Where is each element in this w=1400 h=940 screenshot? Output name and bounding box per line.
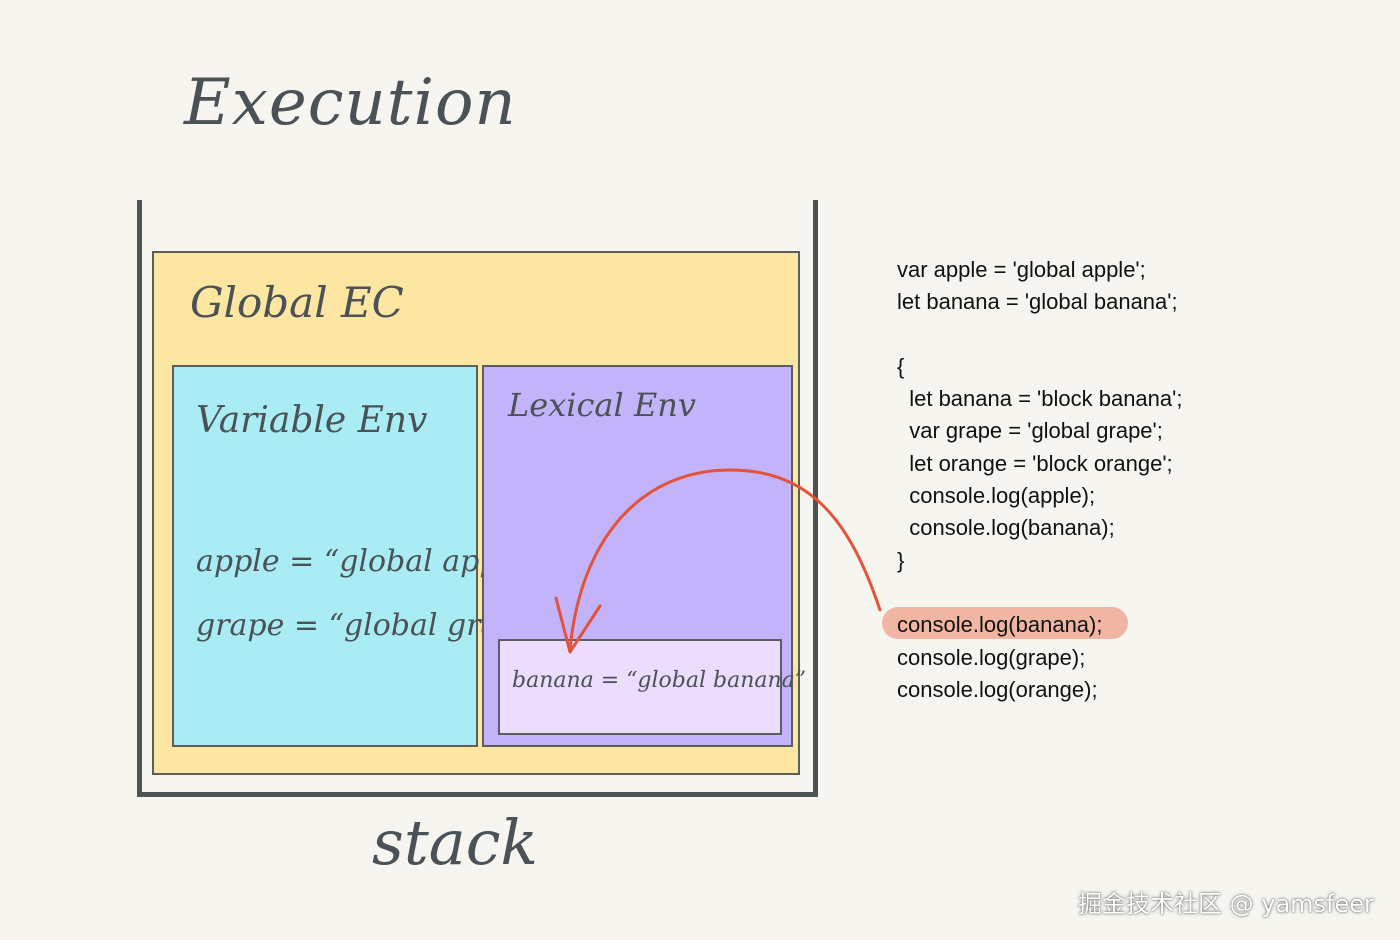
lexical-env-label: Lexical Env [508, 386, 696, 424]
code-line: console.log(orange); [897, 676, 1098, 702]
global-ec-label: Global EC [190, 278, 404, 327]
code-line: console.log(grape); [897, 644, 1086, 670]
code-line: let banana = 'global banana'; [897, 289, 1178, 315]
stack-wall-bottom [137, 792, 818, 797]
variable-env-box [172, 365, 478, 747]
stack-wall-left [137, 200, 142, 797]
code-line: let orange = 'block orange'; [897, 450, 1173, 476]
code-line: } [897, 547, 905, 573]
watermark: 掘金技术社区 @ yamsfeer [1078, 890, 1374, 918]
diagram-title: Execution [184, 66, 517, 140]
code-line: console.log(banana); [897, 515, 1115, 541]
lexical-env-entry-banana: banana = “global banana” [512, 668, 807, 693]
code-line: let banana = 'block banana'; [897, 386, 1183, 412]
code-line [897, 577, 1182, 609]
variable-env-label: Variable Env [196, 400, 428, 441]
code-highlight [882, 607, 1128, 639]
stack-wall-right [813, 200, 818, 797]
code-line: { [897, 353, 905, 379]
code-line: var grape = 'global grape'; [897, 418, 1163, 444]
stack-label: stack [372, 806, 538, 879]
banana-entry-box [498, 639, 782, 735]
code-line [897, 319, 1182, 351]
code-line: var apple = 'global apple'; [897, 257, 1146, 282]
code-line: console.log(apple); [897, 483, 1096, 509]
code-block: var apple = 'global apple'; let banana =… [897, 254, 1182, 706]
code-line: console.log(banana); [897, 612, 1103, 638]
